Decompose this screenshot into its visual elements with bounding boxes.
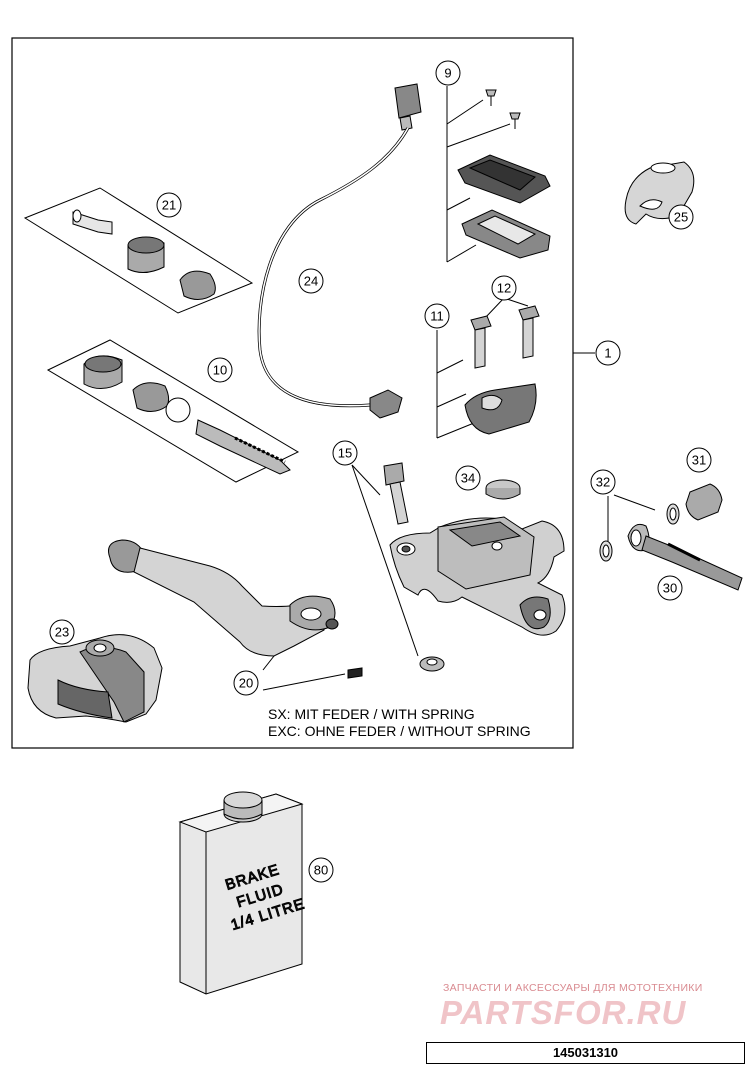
callout-24[interactable]: 24 [298,268,324,294]
callout-80-label: 80 [314,863,328,878]
spring-note-sx: SX: MIT FEDER / WITH SPRING [268,706,475,722]
callout-30-label: 30 [663,581,677,596]
callout-32[interactable]: 32 [590,469,616,495]
watermark-brand: PARTSFOR.RU [440,994,687,1031]
piston-kit-21 [23,187,254,314]
brake-fluid-bottle: BRAKE FLUID 1/4 LITRE [178,791,308,995]
banjo-fitting-group [599,483,743,591]
callout-15-label: 15 [338,446,352,461]
master-cylinder [389,516,566,636]
callout-25-label: 25 [674,210,688,225]
clamp-bolts-group [436,297,540,439]
callout-11-label: 11 [430,309,444,324]
callout-31[interactable]: 31 [686,447,712,473]
callout-23-label: 23 [55,625,69,640]
callout-9-label: 9 [444,66,451,81]
callout-34-label: 34 [461,471,475,486]
lever-guard-23 [27,634,163,723]
callout-23[interactable]: 23 [49,619,75,645]
callout-80[interactable]: 80 [308,857,334,883]
callout-25[interactable]: 25 [668,204,694,230]
callout-1[interactable]: 1 [595,340,621,366]
callout-31-label: 31 [692,453,706,468]
callout-12[interactable]: 12 [491,275,517,301]
callout-12-label: 12 [497,281,511,296]
callout-24-label: 24 [304,274,318,289]
pivot-bolt-15 [351,462,445,672]
watermark-tagline: ЗАПЧАСТИ И АКСЕССУАРЫ ДЛЯ МОТОТЕХНИКИ [443,982,703,994]
brake-light-switch-24 [257,83,422,419]
callout-1-label: 1 [604,346,611,361]
catalog-number: 145031310 [426,1042,745,1064]
spring-note-exc: EXC: OHNE FEDER / WITHOUT SPRING [268,723,531,739]
callout-20[interactable]: 20 [233,670,259,696]
callout-15[interactable]: 15 [332,440,358,466]
callout-10[interactable]: 10 [207,357,233,383]
callout-30[interactable]: 30 [657,575,683,601]
callout-10-label: 10 [213,363,227,378]
assembly-frame [11,37,574,749]
callout-9[interactable]: 9 [435,60,461,86]
reservoir-cover-group [446,86,551,263]
cap-34 [485,479,521,500]
callout-21-label: 21 [162,198,176,213]
callout-20-label: 20 [239,676,253,691]
callout-11[interactable]: 11 [424,303,450,329]
callout-32-label: 32 [596,475,610,490]
piston-kit-10 [46,339,300,483]
callout-21[interactable]: 21 [156,192,182,218]
callout-34[interactable]: 34 [455,465,481,491]
brake-lever-20 [108,539,363,691]
